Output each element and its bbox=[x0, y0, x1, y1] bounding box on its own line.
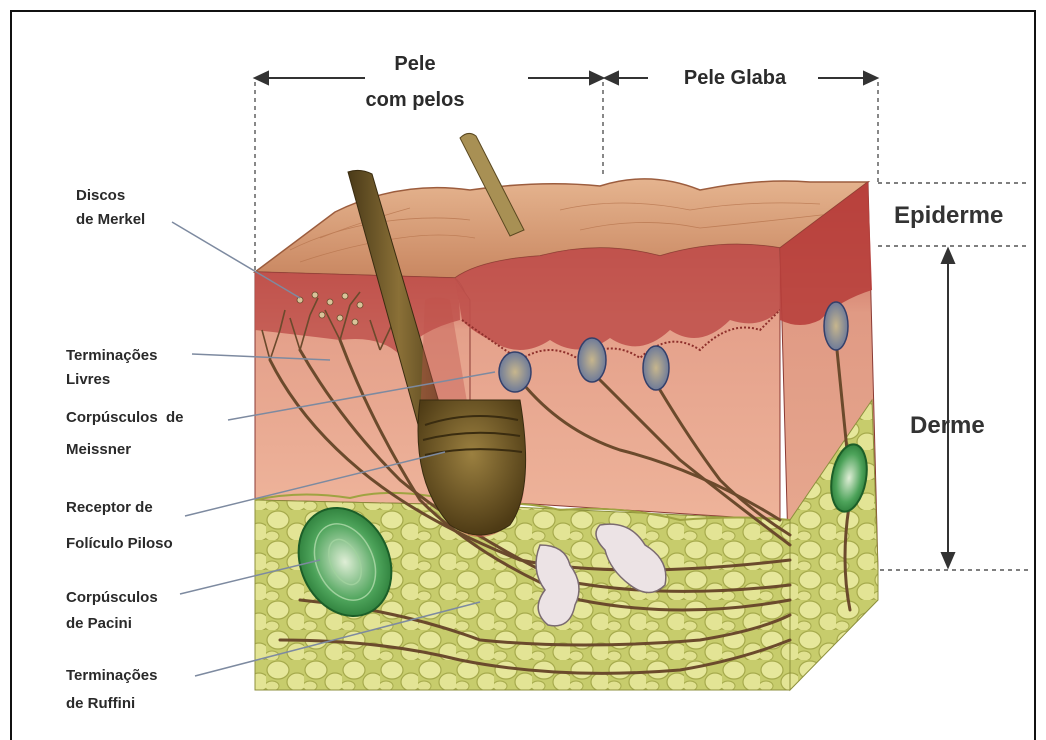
label-hairy-skin-1: Pele bbox=[360, 52, 470, 76]
label-meissner-2: Meissner bbox=[66, 440, 131, 459]
label-follicle-2: Folículo Piloso bbox=[66, 534, 173, 553]
label-follicle-1: Receptor de bbox=[66, 498, 153, 517]
label-glabrous-skin: Pele Glaba bbox=[650, 66, 820, 90]
label-meissner-1: Corpúsculos de bbox=[66, 408, 184, 427]
label-merkel-1: Discos bbox=[76, 186, 125, 205]
label-ruffini-1: Terminações bbox=[66, 666, 157, 685]
label-merkel-2: de Merkel bbox=[76, 210, 145, 229]
label-epidermis: Epiderme bbox=[894, 202, 1003, 230]
label-free-endings-2: Livres bbox=[66, 370, 110, 389]
label-pacini-2: de Pacini bbox=[66, 614, 132, 633]
label-free-endings-1: Terminações bbox=[66, 346, 157, 365]
label-hairy-skin-2: com pelos bbox=[340, 88, 490, 112]
label-ruffini-2: de Ruffini bbox=[66, 694, 135, 713]
label-dermis: Derme bbox=[910, 412, 985, 440]
label-pacini-1: Corpúsculos bbox=[66, 588, 158, 607]
